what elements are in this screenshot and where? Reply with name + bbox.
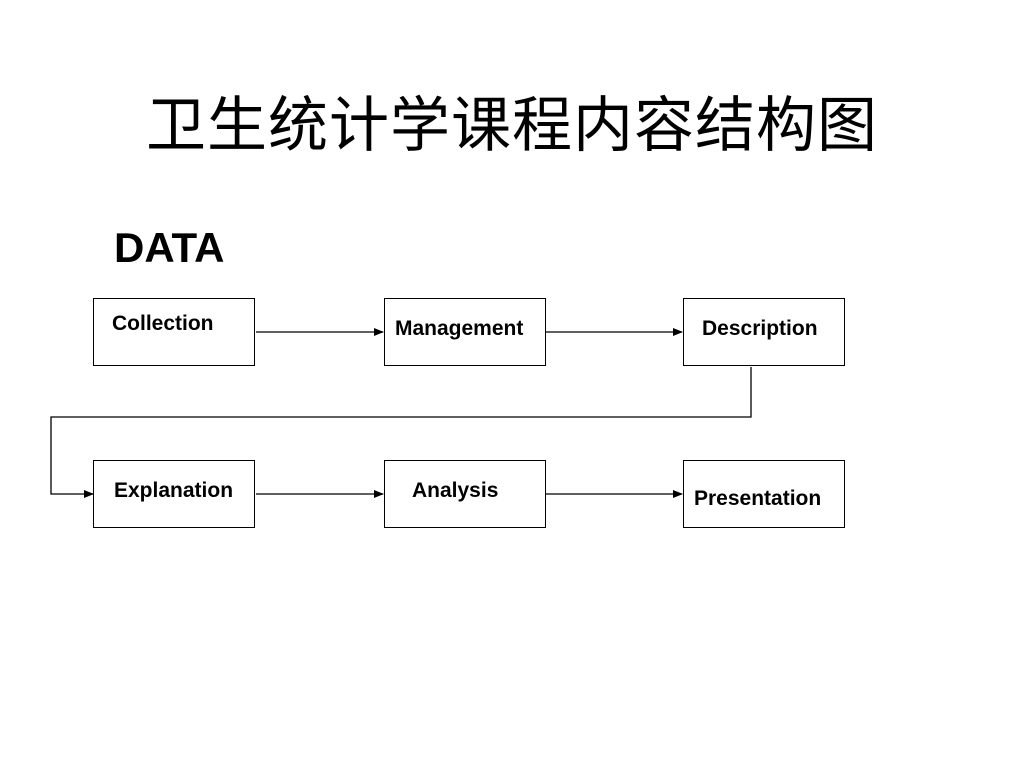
management-box <box>384 298 546 366</box>
slide-subtitle: DATA <box>114 224 225 271</box>
description-label: Description <box>702 317 818 340</box>
collection-box <box>93 298 255 366</box>
collection-label: Collection <box>112 312 214 335</box>
explanation-label: Explanation <box>114 479 234 502</box>
management-label: Management <box>395 317 524 340</box>
arrow-description-to-explanation <box>50 367 752 498</box>
slide-title: 卫生统计学课程内容结构图 <box>146 91 878 161</box>
presentation-label: Presentation <box>694 487 822 510</box>
analysis-box <box>384 460 546 528</box>
description-box <box>683 298 845 366</box>
explanation-box <box>93 460 255 528</box>
analysis-label: Analysis <box>412 479 499 502</box>
presentation-box <box>683 460 845 528</box>
